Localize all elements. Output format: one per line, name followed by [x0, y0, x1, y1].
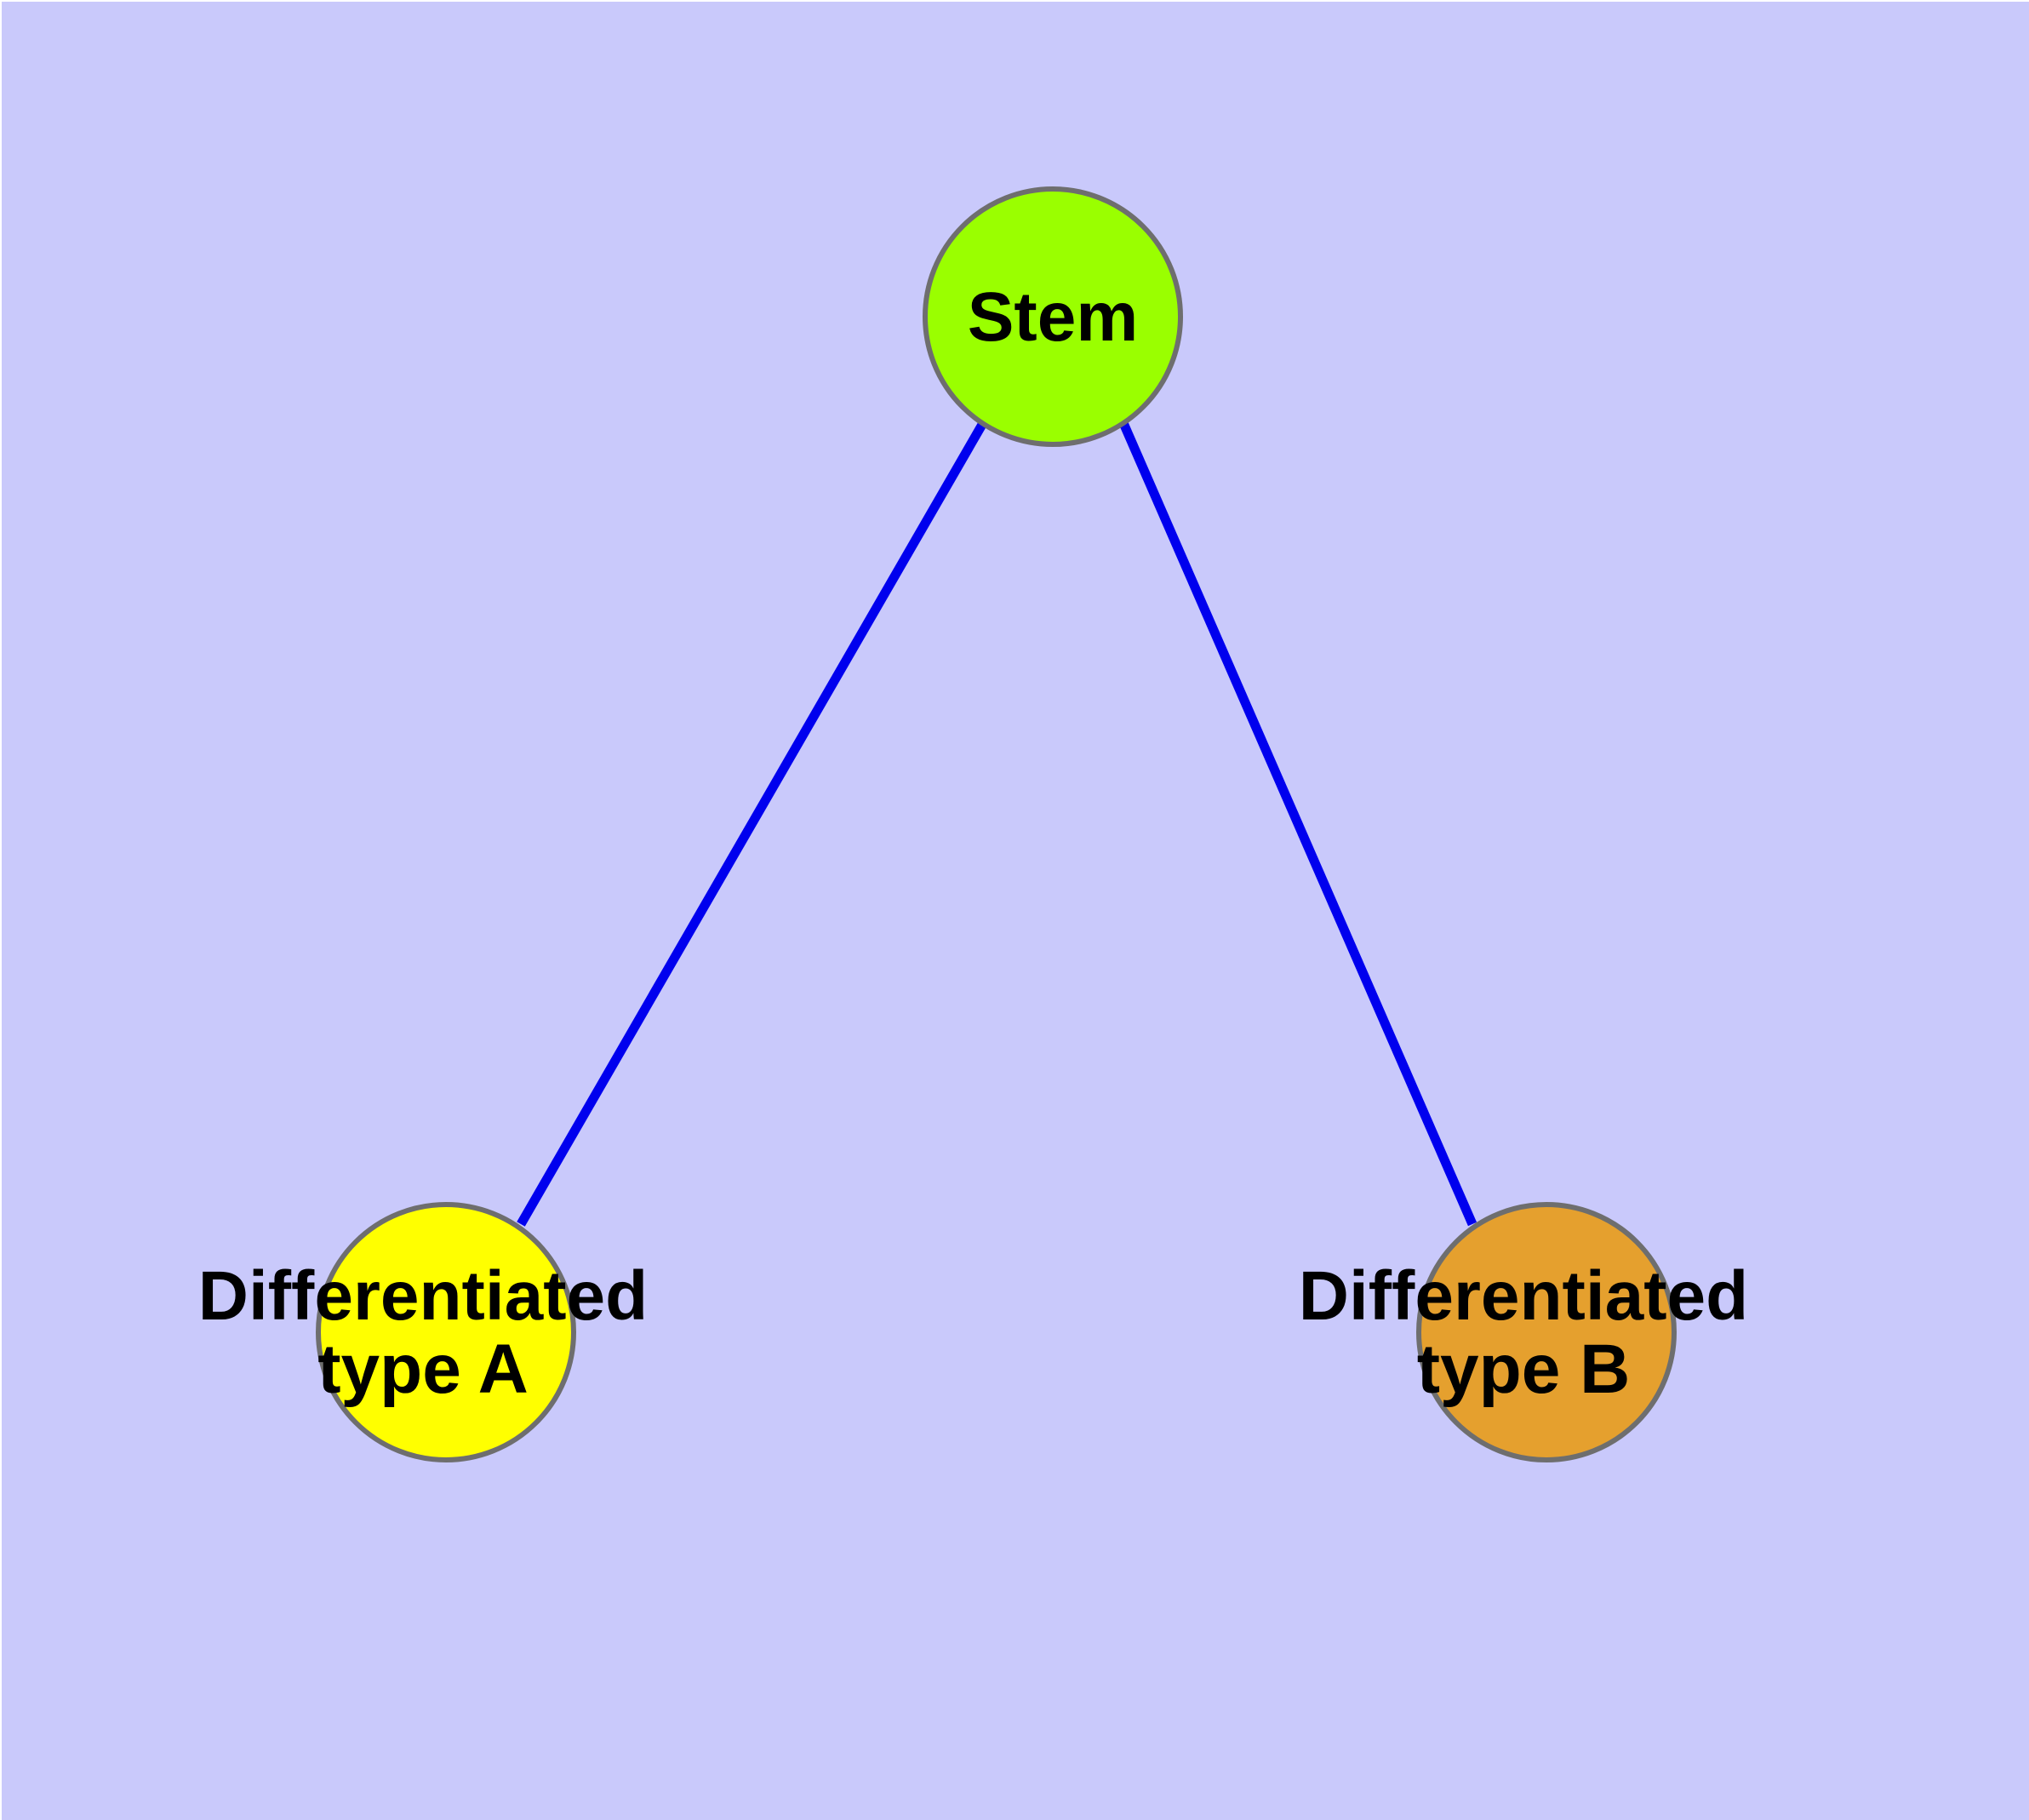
graph-node-label-stem: Stem: [968, 278, 1139, 356]
node-label-line: Differentiated: [198, 1257, 649, 1335]
node-label-line: Stem: [968, 278, 1139, 356]
graph-node-diff_b[interactable]: [1416, 1202, 1677, 1462]
node-label-line: Differentiated: [1299, 1257, 1749, 1335]
nodes-layer: [316, 186, 1677, 1462]
node-label-line: type A: [317, 1331, 529, 1408]
graph-node-stem[interactable]: [923, 186, 1183, 447]
graph-node-diff_a[interactable]: [316, 1202, 576, 1462]
graph-edge-stem-to-diff_a: [517, 421, 987, 1227]
edges-layer: [517, 421, 1477, 1227]
node-label-line: type B: [1417, 1331, 1631, 1408]
graph-edge-stem-to-diff_b: [1118, 421, 1477, 1227]
